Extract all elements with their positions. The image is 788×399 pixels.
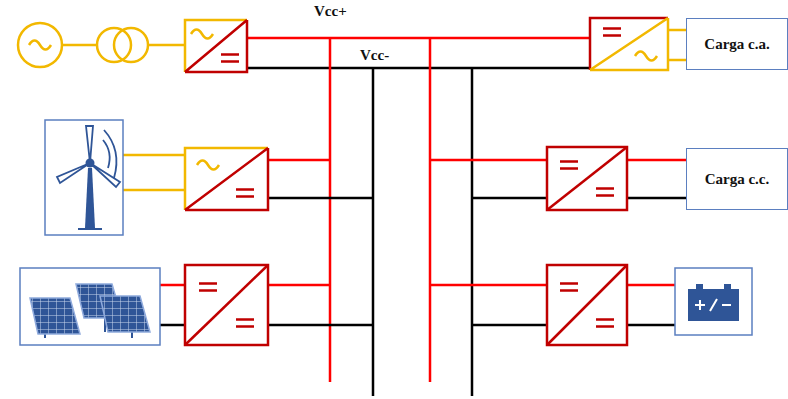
ac-dc-converter [185, 148, 268, 210]
dc-dc-converter [547, 147, 627, 210]
load-box: Carga c.c. [686, 148, 788, 210]
load-label: Carga c.a. [704, 36, 769, 53]
pv-array [20, 268, 160, 345]
load-label: Carga c.c. [705, 171, 770, 188]
battery [675, 268, 752, 335]
wind-turbine [45, 120, 123, 235]
ac-dc-converter [185, 20, 247, 72]
bus-label: Vcc- [358, 47, 391, 64]
dc-dc-converter [185, 265, 268, 345]
dc-dc-converter [547, 265, 627, 345]
dc-bus [247, 38, 590, 396]
dc-ac-converter [590, 18, 668, 70]
load-box: Carga c.a. [686, 18, 788, 70]
bus-label: Vcc+ [312, 3, 349, 20]
ac-grid-source [18, 23, 185, 67]
